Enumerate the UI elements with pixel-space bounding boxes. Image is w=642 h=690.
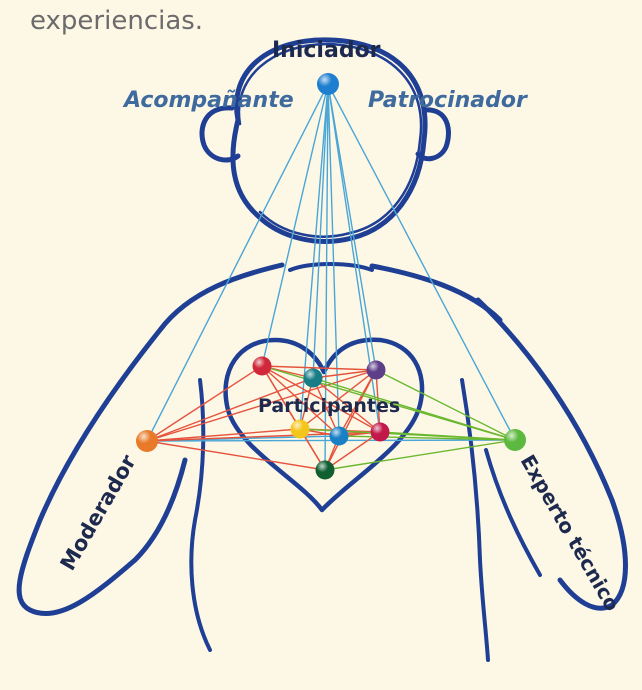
right-shoulder xyxy=(372,266,500,320)
expert-links xyxy=(262,366,515,470)
node-experto xyxy=(504,429,526,451)
node-iniciador xyxy=(317,73,339,95)
label-iniciador: Iniciador xyxy=(272,38,381,63)
figure-outline xyxy=(19,40,625,660)
node-participant-yellow xyxy=(291,420,310,439)
node-participant-darkgreen xyxy=(316,461,335,480)
node-moderador xyxy=(136,430,158,452)
right-inner-arm xyxy=(462,380,488,660)
intro-text: experiencias. xyxy=(30,6,203,36)
node-participant-teal xyxy=(304,369,323,388)
label-moderador: Moderador xyxy=(56,450,142,574)
label-patrocinador: Patrocinador xyxy=(368,88,527,113)
label-participantes: Participantes xyxy=(258,395,400,417)
right-arm-outer xyxy=(478,300,626,608)
node-participant-blue xyxy=(330,427,349,446)
node-participant-purple xyxy=(367,361,386,380)
node-participant-crimson xyxy=(371,423,390,442)
label-acompanante: Acompañante xyxy=(124,88,294,113)
head-outline xyxy=(233,40,425,242)
node-participant-red xyxy=(253,357,272,376)
